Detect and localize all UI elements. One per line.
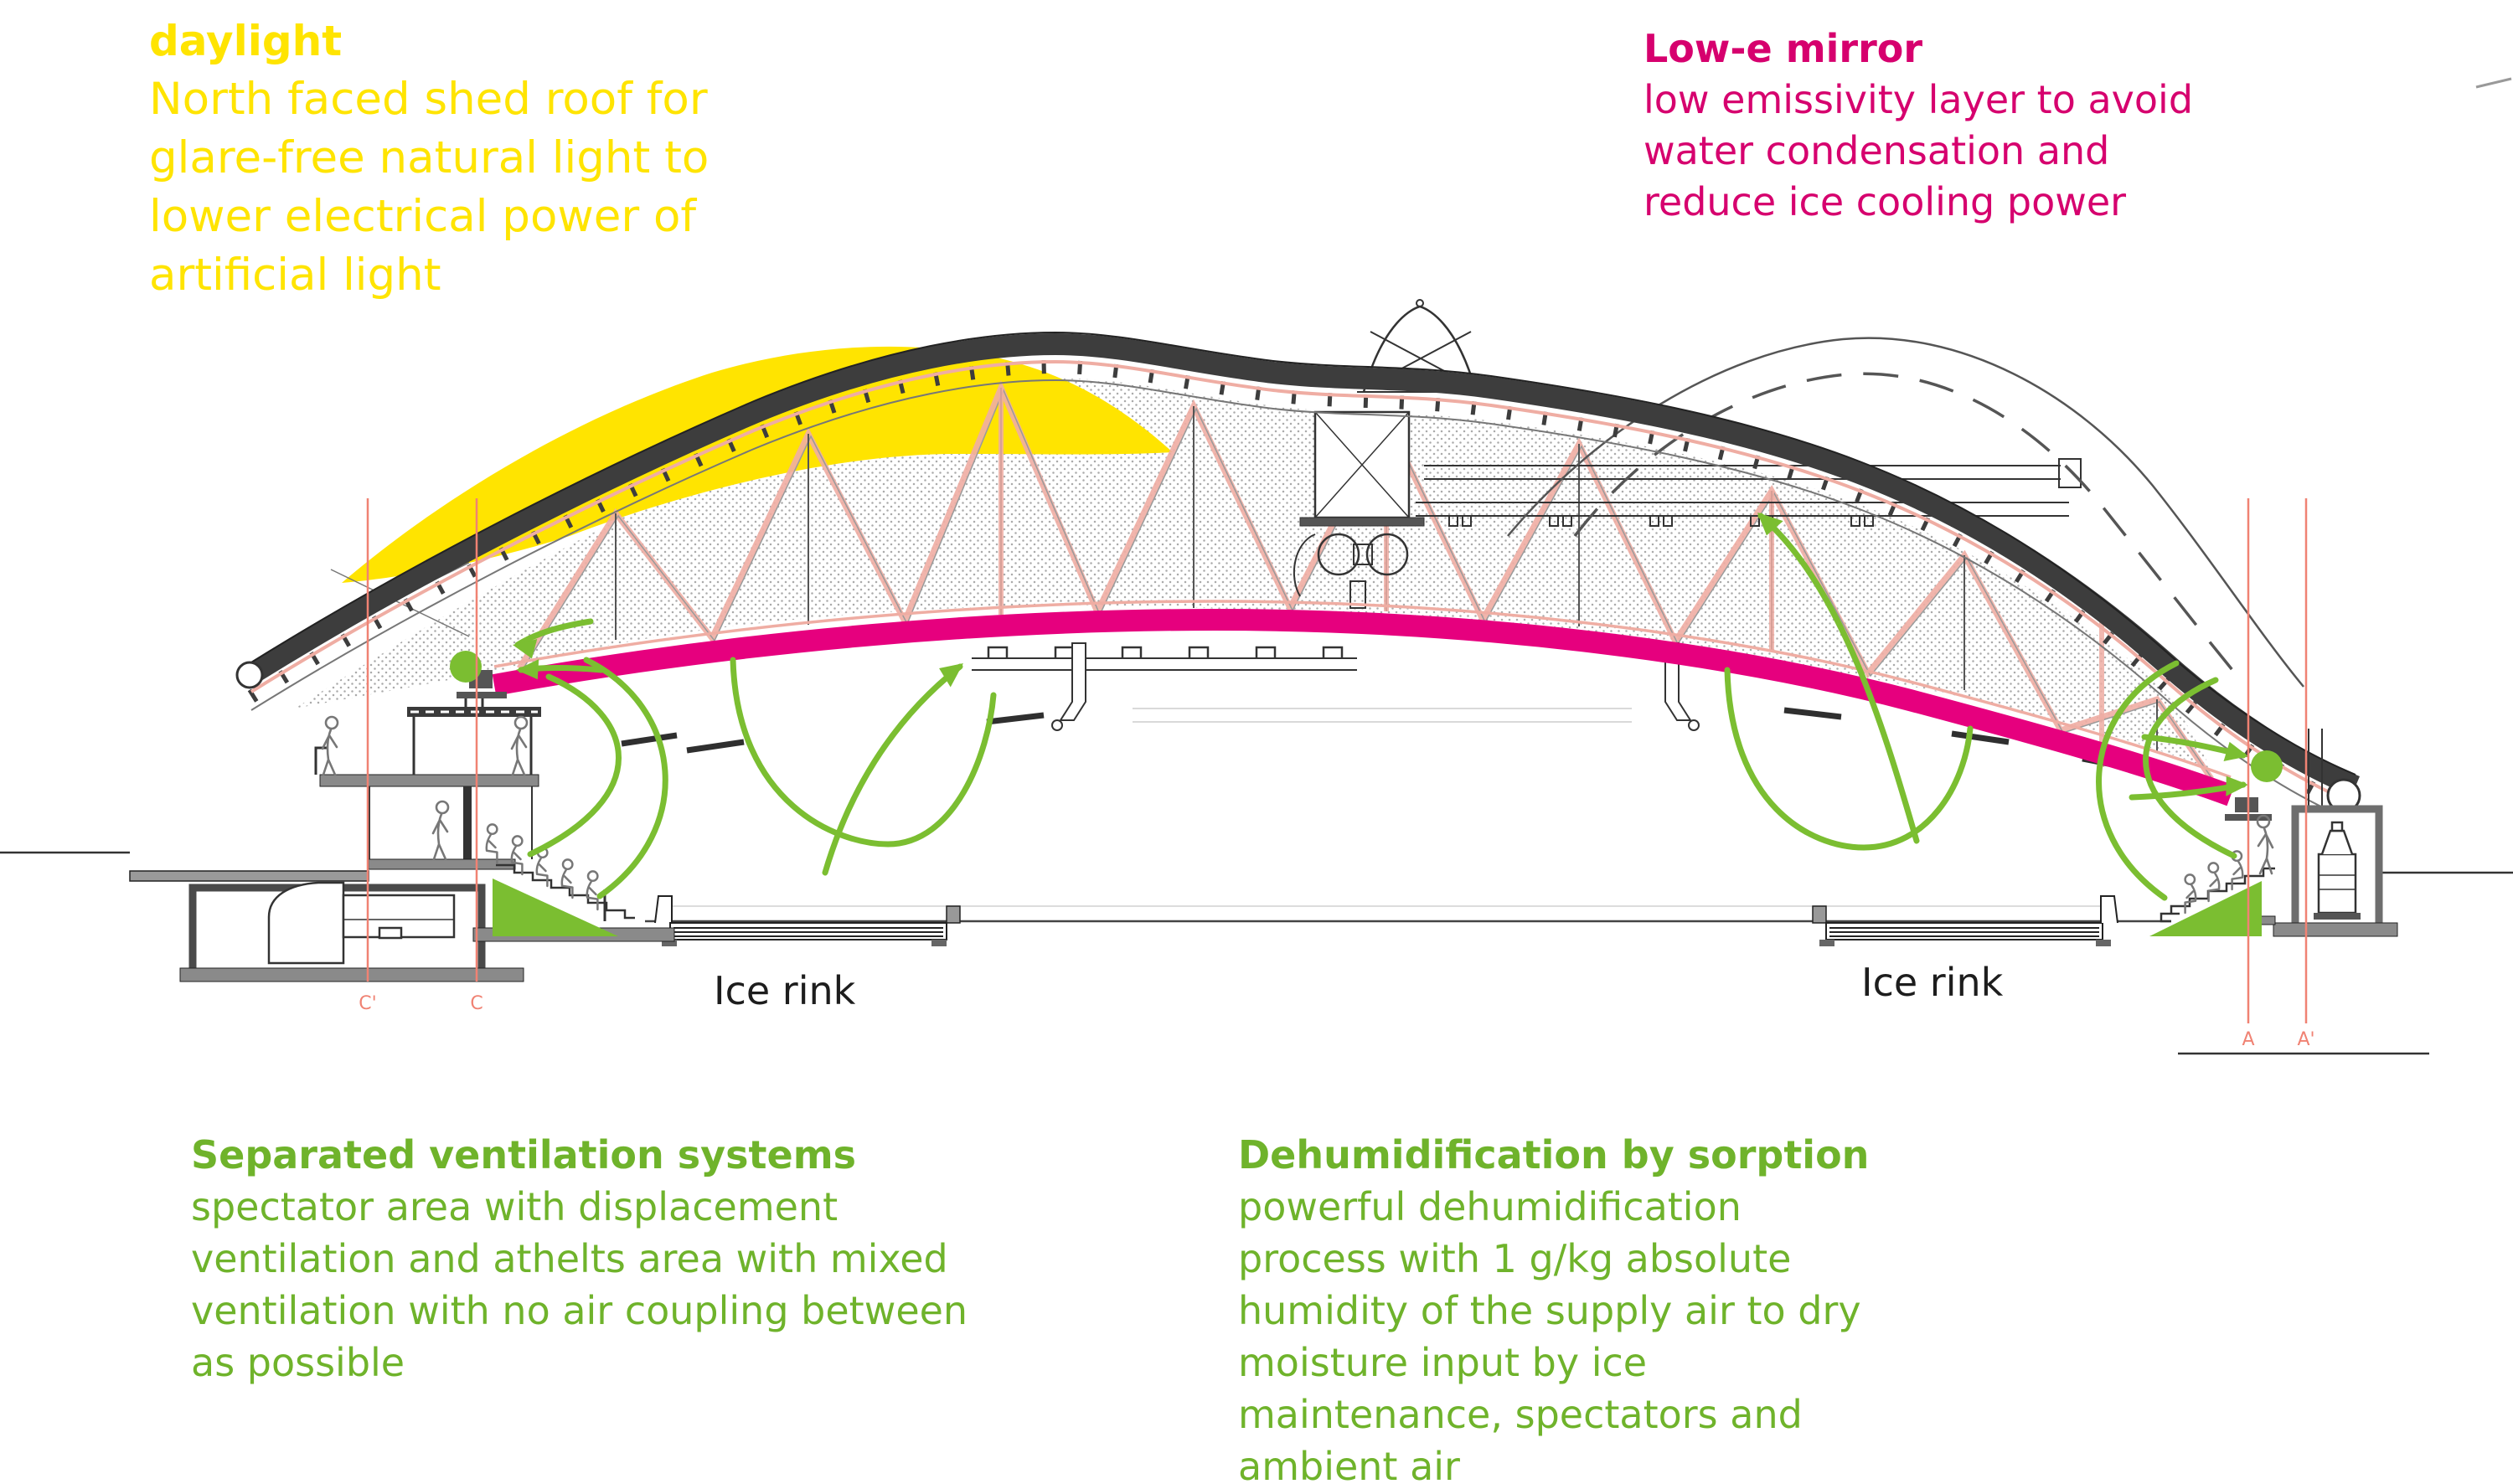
ice-rink-label-right: Ice rink: [1861, 960, 2004, 1005]
annotation-line: glare-free natural light to: [149, 132, 710, 183]
ice-rink-slab-left: [654, 895, 961, 946]
airflow-arc: [527, 673, 622, 858]
airflow-arrow-tail: [514, 618, 594, 648]
annotation-line: reduce ice cooling power: [1644, 179, 2127, 224]
annotation-daylight: daylight North faced shed roof for glare…: [149, 12, 709, 305]
roof-insulation-hatch: [295, 379, 2211, 769]
arrowhead: [516, 659, 539, 680]
stairs-right: [2160, 867, 2275, 923]
airflow-arc: [2096, 660, 2180, 901]
section-label-a: A: [2242, 1029, 2254, 1050]
airflow-arcs: [514, 513, 2247, 901]
foundation-slab: [179, 967, 524, 982]
edge-tick: [2475, 77, 2512, 89]
spectator-stand-left: [493, 879, 618, 936]
airflow-arrow-tail: [1757, 513, 1920, 844]
ahu-unit: [1293, 410, 1425, 609]
annotation-line: low emissivity layer to avoid: [1644, 77, 2194, 122]
airflow-arc: [1724, 667, 1974, 851]
daylight-roof-patch: [342, 346, 1173, 583]
annotation-line: humidity of the supply air to dry: [1238, 1288, 1861, 1333]
ground-lines: [0, 851, 2513, 923]
annotation-line: ambient air: [1238, 1444, 1460, 1484]
arrowhead: [513, 639, 538, 659]
annotation-line: moisture input by ice: [1238, 1340, 1648, 1385]
arrowhead: [2223, 741, 2248, 761]
upper-deck-slab: [319, 774, 539, 787]
arrowhead: [1757, 513, 1783, 536]
annotation-low-e-title: Low-e mirror: [1644, 26, 1923, 71]
annotation-line: lower electrical power of: [149, 191, 697, 242]
annotation-line: North faced shed roof for: [149, 74, 708, 125]
annotation-line: maintenance, spectators and: [1238, 1392, 1803, 1437]
annotation-line: powerful dehumidification: [1238, 1184, 1742, 1229]
arrowhead: [2226, 775, 2248, 796]
ice-rink-slab-right: [1812, 895, 2118, 946]
supply-node-left: [450, 651, 482, 683]
annotation-line: process with 1 g/kg absolute: [1238, 1236, 1792, 1281]
promenade-slab: [368, 858, 516, 870]
section-label-c-prime: C': [359, 993, 376, 1014]
annotation-dehum-title: Dehumidification by sorption: [1238, 1132, 1870, 1177]
annotation-line: water condensation and: [1644, 128, 2110, 173]
roof-shell: [235, 77, 2512, 823]
arrowhead: [939, 663, 963, 688]
stairs-left: [496, 863, 635, 920]
left-eave-nose: [235, 661, 264, 689]
ground-slab: [129, 870, 369, 882]
airflow-arrow-tail: [822, 663, 963, 876]
airflow-arc: [730, 657, 997, 848]
sorption-tank: [2314, 821, 2361, 920]
light-fixtures: [621, 707, 2135, 772]
annotation-sepvent-title: Separated ventilation systems: [191, 1132, 857, 1177]
spectator-stand-right: [2149, 881, 2262, 936]
airflow-arc: [583, 657, 668, 899]
annotation-daylight-title: daylight: [149, 17, 343, 65]
supply-duct-drops: [1051, 642, 1700, 731]
annotation-separated-ventilation: Separated ventilation systems spectator …: [191, 1129, 968, 1389]
airflow-arc: [2143, 677, 2237, 859]
annotation-line: artificial light: [149, 250, 441, 301]
annotation-line: ventilation with no air coupling between: [191, 1288, 968, 1333]
annotation-line: ventilation and athelts area with mixed: [191, 1236, 948, 1281]
annotation-line: spectator area with displacement: [191, 1184, 839, 1229]
section-label-c: C: [470, 993, 482, 1014]
airflow-arrowheads-and-nodes: [450, 513, 2283, 936]
ice-rink-label-left: Ice rink: [714, 968, 856, 1013]
section-label-a-prime: A': [2297, 1029, 2314, 1050]
annotation-dehumidification: Dehumidification by sorption powerful de…: [1238, 1129, 1869, 1484]
supply-node-right: [2251, 750, 2283, 782]
section-labels: C' C A A': [359, 993, 2314, 1050]
basement-ahu: [267, 881, 456, 965]
annotation-line: as possible: [191, 1340, 405, 1385]
annotation-low-e-mirror: Low-e mirror low emissivity layer to avo…: [1644, 23, 2193, 228]
section-lines: [366, 498, 2308, 1023]
